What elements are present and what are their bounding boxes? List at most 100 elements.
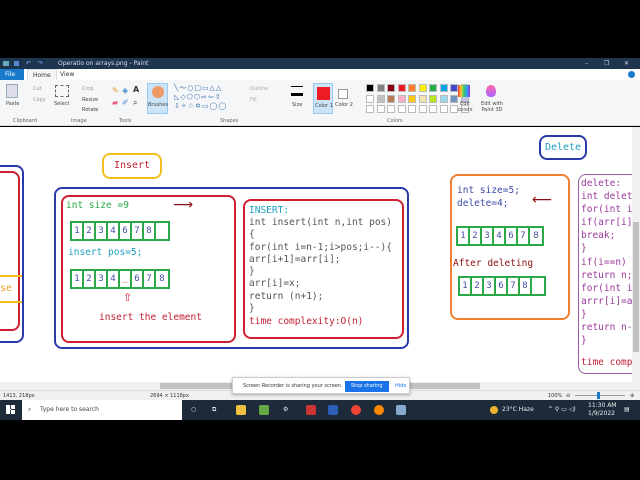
color-swatch[interactable] <box>439 94 448 103</box>
delete-complexity: time comp <box>581 357 633 368</box>
text-icon[interactable]: A <box>133 85 140 94</box>
color-swatch[interactable] <box>376 94 385 103</box>
word-icon[interactable] <box>328 405 338 415</box>
save-icon[interactable] <box>14 61 19 66</box>
color1-button[interactable]: Color 1 <box>313 83 333 114</box>
select-icon[interactable] <box>55 85 69 97</box>
edit-colors-icon[interactable] <box>458 85 470 97</box>
color-swatch[interactable] <box>376 84 385 92</box>
color-swatch[interactable] <box>439 105 448 113</box>
search-input[interactable]: ⌕ Type here to search <box>22 400 182 420</box>
tray-icons[interactable]: ^ ⚲ ▭ ◁) <box>548 406 576 413</box>
fill-icon[interactable]: ◈ <box>122 86 129 95</box>
color2-button[interactable]: Color 2 <box>335 83 353 114</box>
color-swatch[interactable] <box>387 105 395 113</box>
insert-code-heading: INSERT: <box>249 205 290 216</box>
paste-icon[interactable] <box>6 84 18 98</box>
help-icon[interactable] <box>628 71 635 78</box>
file-explorer-icon[interactable] <box>236 405 246 415</box>
arrow-right-icon: ⟶ <box>173 197 194 213</box>
zoom-out-button[interactable]: ⊖ <box>566 393 571 399</box>
start-button[interactable] <box>6 405 15 414</box>
tab-view[interactable]: View <box>60 71 75 78</box>
color-swatch[interactable] <box>418 94 427 103</box>
array-cell: 6 <box>496 278 508 294</box>
shapes-gallery[interactable]: ╲〜○□▭△△◺◇⬠⬡⇨⇦⇧⇩✧☆✡▭◯◯ <box>174 84 228 110</box>
zoom-in-button[interactable]: ⊕ <box>630 393 635 399</box>
color-swatch[interactable] <box>450 84 458 92</box>
rotate-button[interactable]: Rotate <box>82 107 99 113</box>
size-icon[interactable] <box>291 86 303 96</box>
notepad-icon[interactable] <box>259 405 269 415</box>
color-swatch[interactable] <box>460 105 469 113</box>
tab-home[interactable]: Home <box>27 69 57 80</box>
color-swatch[interactable] <box>387 84 395 92</box>
color-swatch[interactable] <box>450 94 458 103</box>
fill-button[interactable]: Fill <box>250 97 257 103</box>
pencil-icon[interactable]: ✎ <box>112 86 119 95</box>
color-swatch[interactable] <box>397 105 406 113</box>
redo-icon[interactable]: ↷ <box>38 60 44 67</box>
vertical-scrollbar[interactable] <box>632 127 640 382</box>
weather-text[interactable]: 23°C Haze <box>502 406 534 413</box>
array-cell: 2 <box>472 278 484 294</box>
color-swatch[interactable] <box>408 105 416 113</box>
crop-button[interactable]: Crop <box>82 86 94 92</box>
color-swatch[interactable] <box>397 84 406 92</box>
size-button[interactable]: Size <box>292 102 303 108</box>
array-cell: 8 <box>159 274 165 284</box>
clock-time[interactable]: 11:30 AM <box>588 402 617 409</box>
app-icon[interactable] <box>306 405 316 415</box>
firefox-icon[interactable] <box>374 405 384 415</box>
clock-date[interactable]: 1/9/2022 <box>588 410 615 417</box>
outline-button[interactable]: Outline <box>250 86 269 92</box>
color-swatch[interactable] <box>418 105 427 113</box>
color-picker-icon[interactable]: ✐ <box>122 98 129 107</box>
tools-group-label: Tools <box>119 118 132 124</box>
color-swatch[interactable] <box>439 84 448 92</box>
paint-taskbar-icon[interactable] <box>396 405 406 415</box>
hide-button[interactable]: Hide <box>395 383 407 389</box>
code-line: delete: <box>581 178 622 189</box>
color-swatch[interactable] <box>366 94 374 103</box>
cut-button[interactable]: Cut <box>33 86 42 92</box>
cortana-icon[interactable]: ○ <box>191 406 197 413</box>
color-swatch[interactable] <box>387 94 395 103</box>
copy-button[interactable]: Copy <box>33 97 46 103</box>
resize-button[interactable]: Resize <box>82 97 99 103</box>
color-swatch[interactable] <box>366 84 374 92</box>
maximize-button[interactable]: ❐ <box>604 60 610 67</box>
code-line: if(i==n) <box>581 256 627 268</box>
chrome-icon[interactable] <box>351 405 361 415</box>
paint3d-button[interactable]: Edit with Paint 3D <box>481 101 503 113</box>
settings-icon[interactable]: ⚙ <box>283 406 289 413</box>
brushes-button[interactable]: Brushes <box>147 83 168 114</box>
edit-colors-button[interactable]: Edit colors <box>457 101 473 113</box>
tab-file[interactable]: File <box>0 69 24 80</box>
zoom-slider[interactable] <box>575 392 625 399</box>
code-line: break; <box>581 230 616 242</box>
notifications-icon[interactable]: ▤ <box>624 406 630 413</box>
color-swatch[interactable] <box>376 105 385 113</box>
minimize-button[interactable]: – <box>585 60 588 67</box>
close-button[interactable]: ✕ <box>624 60 630 67</box>
paint3d-icon[interactable] <box>486 85 496 97</box>
select-button[interactable]: Select <box>54 101 70 107</box>
paste-button[interactable]: Paste <box>6 101 20 107</box>
undo-icon[interactable]: ↶ <box>26 60 32 67</box>
color-swatch[interactable] <box>397 94 406 103</box>
color-swatch[interactable] <box>366 105 374 113</box>
color-swatch[interactable] <box>408 94 416 103</box>
magnifier-icon[interactable]: ⌕ <box>133 98 138 107</box>
color-swatch[interactable] <box>429 105 437 113</box>
insert-code: int insert(int n,int pos){for(int i=n-1;… <box>249 217 392 315</box>
color-swatch[interactable] <box>418 84 427 92</box>
task-view-icon[interactable]: ⧉ <box>212 406 217 413</box>
stop-sharing-button[interactable]: Stop sharing <box>345 381 389 392</box>
color-swatch[interactable] <box>429 84 437 92</box>
eraser-icon[interactable]: ▰ <box>112 98 119 107</box>
color-swatch[interactable] <box>408 84 416 92</box>
color-swatch[interactable] <box>429 94 437 103</box>
color-swatch[interactable] <box>450 105 458 113</box>
